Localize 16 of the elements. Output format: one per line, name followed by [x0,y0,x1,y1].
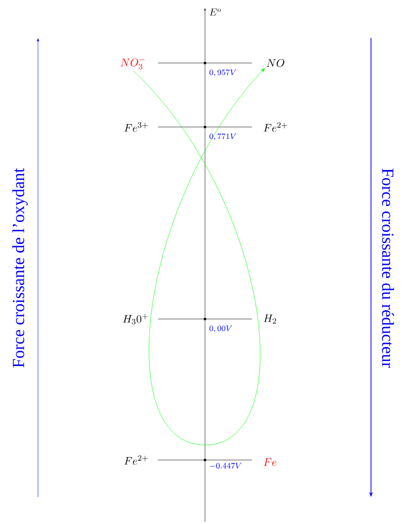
species-label: $Fe$ [264,458,276,466]
species-label: $Fe^{2+}$ [124,455,148,465]
species-label: $NO$ [266,59,284,67]
species-label: $Fe^{3+}$ [124,122,148,132]
potential-value: $0,00V$ [210,326,232,332]
potential-value: $0,957V$ [210,70,236,76]
axis-label: $E^o$ [210,8,221,16]
side-caption: Force croissante de l’oxydant [12,168,28,368]
species-label: $H_30^+$ [122,314,148,324]
side-caption: Force croissante du réducteur [382,168,394,368]
species-label: $NO_3^-$ [120,58,145,70]
species-label: $H_2$ [264,314,276,324]
reaction-curve [132,68,265,446]
species-label: $Fe^{2+}$ [264,122,288,132]
potential-value: $0,771V$ [210,134,236,140]
potential-value: $-0.447V$ [210,462,242,468]
